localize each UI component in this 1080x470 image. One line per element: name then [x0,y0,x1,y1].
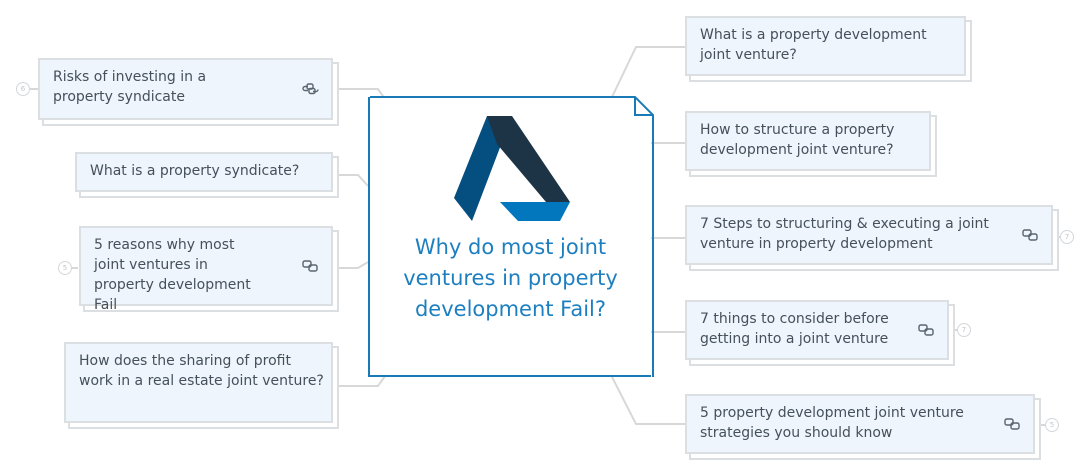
topic-label: How to structure a property development … [700,122,895,158]
topic-label: 5 reasons why most joint ventures in pro… [94,237,251,313]
collapsed-count-badge[interactable]: 5 [1045,418,1059,432]
link-icon[interactable] [302,260,319,273]
topic-how-to-structure-jv[interactable]: How to structure a property development … [685,111,931,171]
topic-label: How does the sharing of profit work in a… [79,353,324,389]
central-topic[interactable]: Why do most joint ventures in property d… [368,96,654,377]
topic-5-reasons-jv-fail[interactable]: 5 reasons why most joint ventures in pro… [79,226,333,313]
topic-what-is-property-dev-jv[interactable]: What is a property development joint ven… [685,16,966,76]
topic-label: Risks of investing in a property syndica… [53,69,207,105]
topic-7-things-to-consider[interactable]: 7 things to consider before getting into… [685,300,949,360]
topic-5-jv-strategies[interactable]: 5 property development joint venture str… [685,394,1035,454]
link-icon[interactable] [1022,229,1039,242]
link-icon[interactable] [302,83,319,96]
collapsed-count-badge[interactable]: 6 [16,82,30,96]
collapsed-count-badge[interactable]: 7 [957,323,971,337]
topic-risks-property-syndicate[interactable]: Risks of investing in a property syndica… [38,58,333,120]
topic-label: What is a property syndicate? [90,163,300,179]
central-topic-title: Why do most joint ventures in property d… [403,235,618,321]
collapsed-count-badge[interactable]: 5 [58,261,72,275]
central-topic-border [370,96,654,377]
collapsed-count-badge[interactable]: 7 [1060,230,1074,244]
topic-label: 7 Steps to structuring & executing a joi… [700,216,989,252]
topic-label: 7 things to consider before getting into… [700,311,889,347]
topic-what-is-property-syndicate[interactable]: What is a property syndicate? [75,152,333,192]
triangle-a-logo [454,116,570,221]
link-icon[interactable] [1004,418,1021,431]
topic-label: What is a property development joint ven… [700,27,927,63]
topic-7-steps-structuring-jv[interactable]: 7 Steps to structuring & executing a joi… [685,205,1053,265]
link-icon[interactable] [918,324,935,337]
topic-label: 5 property development joint venture str… [700,405,964,441]
topic-sharing-of-profit[interactable]: How does the sharing of profit work in a… [64,342,333,423]
